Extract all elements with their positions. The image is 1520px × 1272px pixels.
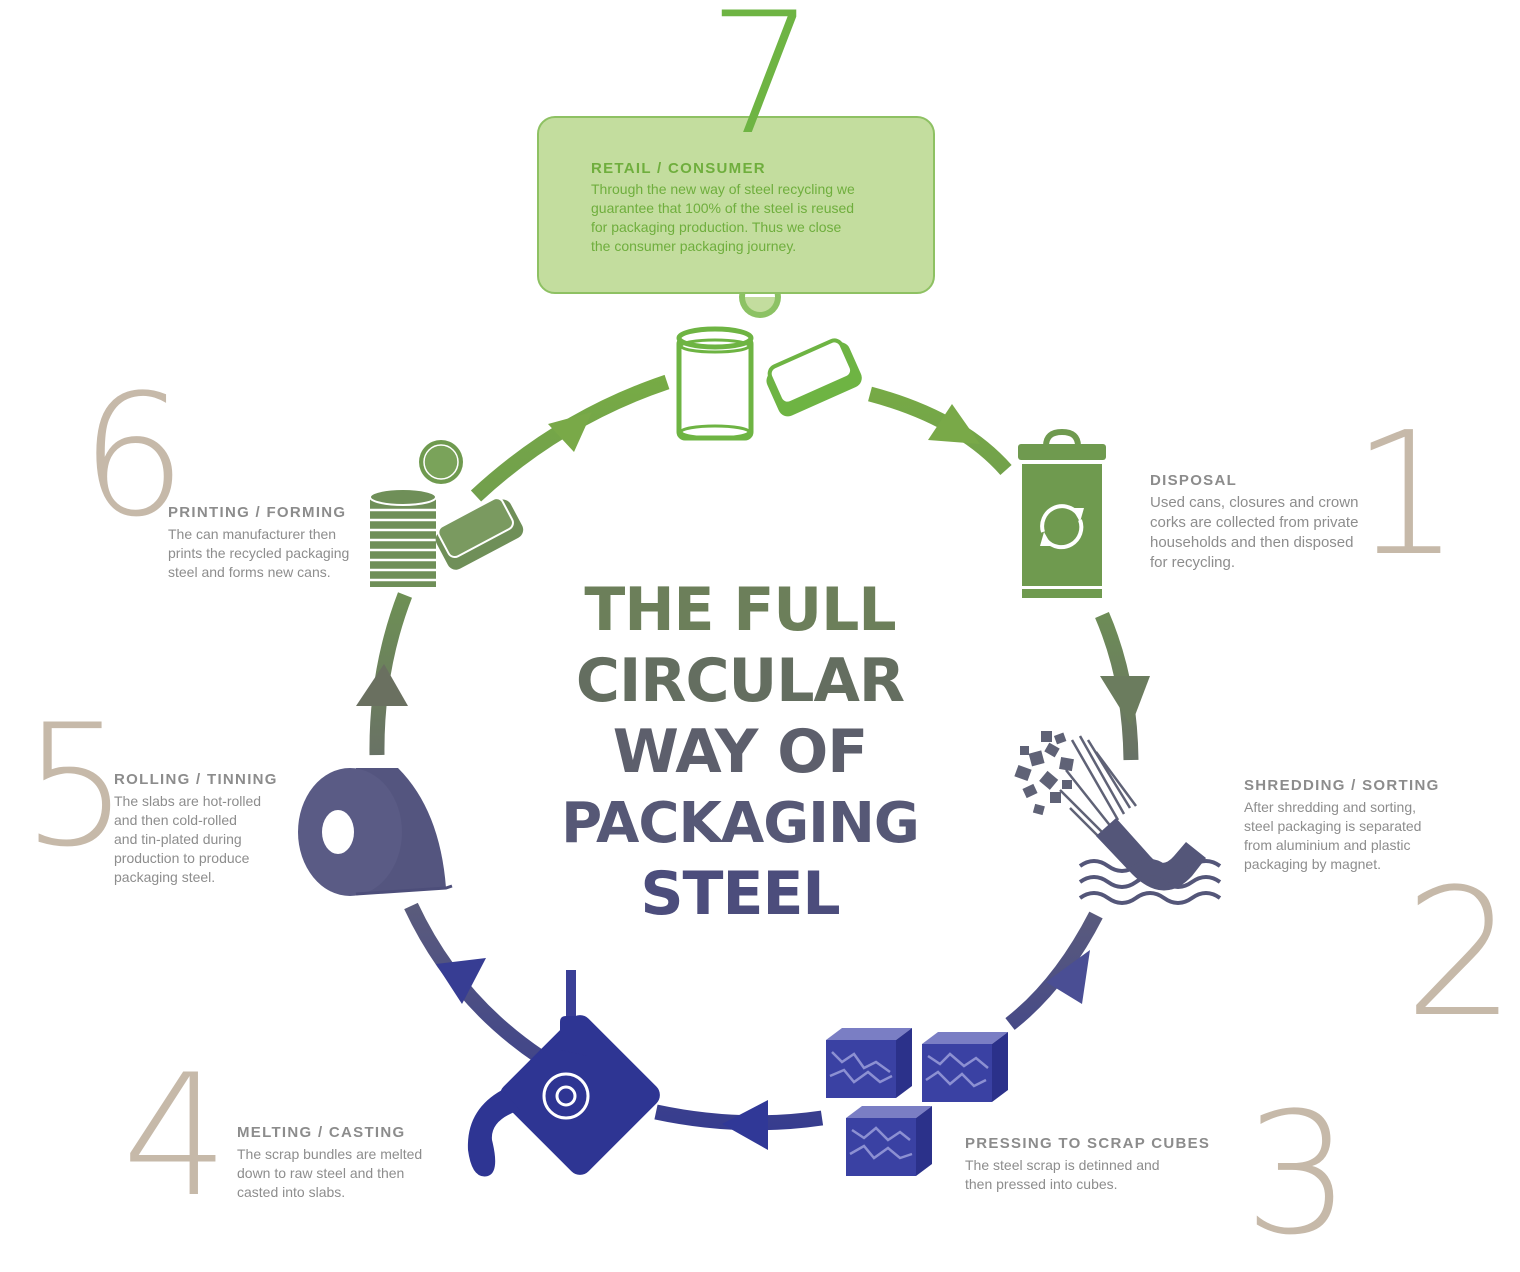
step-2-line: packaging by magnet. xyxy=(1244,856,1381,872)
step-7-text: Through the new way of steel recycling w… xyxy=(591,180,891,256)
magnet-icon xyxy=(1014,731,1222,905)
step-3-heading: PRESSING TO SCRAP CUBES xyxy=(965,1135,1211,1152)
title-line: THE FULL xyxy=(584,575,896,645)
step-3-line: The steel scrap is detinned and xyxy=(965,1157,1160,1173)
title-line: CIRCULAR xyxy=(575,646,905,716)
ring-arc-4-to-5 xyxy=(404,902,545,1064)
step-4-line: casted into slabs. xyxy=(237,1184,346,1200)
step-5-line: and tin-plated during xyxy=(114,831,242,847)
step-4-line: The scrap bundles are melted xyxy=(237,1146,423,1162)
diagram-title: THE FULL CIRCULAR WAY OF PACKAGING STEEL xyxy=(560,575,920,930)
step-6-line: prints the recycled packaging xyxy=(168,545,350,561)
step-5-heading: ROLLING / TINNING xyxy=(114,771,278,788)
step-2-line: After shredding and sorting, xyxy=(1244,799,1416,815)
step-5-number: 5 xyxy=(22,688,129,884)
step-2-line: steel packaging is separated xyxy=(1244,818,1422,834)
arrow-icon xyxy=(548,412,592,452)
step-7-line: Through the new way of steel recycling w… xyxy=(591,181,855,197)
ring-arrows xyxy=(356,404,1150,1150)
arrow-icon xyxy=(1046,950,1090,1004)
step-1-line: Used cans, closures and crown xyxy=(1150,494,1359,511)
step-4-number: 4 xyxy=(122,1038,229,1234)
step-6-heading: PRINTING / FORMING xyxy=(168,504,347,521)
step-6-line: The can manufacturer then xyxy=(168,526,337,542)
step-6-text: The can manufacturer then prints the rec… xyxy=(168,525,378,582)
step-6-description: PRINTING / FORMING The can manufacturer … xyxy=(168,504,378,582)
title-line: PACKAGING xyxy=(561,791,920,856)
step-1-heading: DISPOSAL xyxy=(1150,472,1238,489)
step-5-text: The slabs are hot-rolled and then cold-r… xyxy=(114,792,314,887)
step-7-line: for packaging production. Thus we close xyxy=(591,219,842,235)
arrow-icon xyxy=(722,1100,768,1150)
step-2-text: After shredding and sorting, steel packa… xyxy=(1244,798,1474,874)
step-1-line: corks are collected from private xyxy=(1150,514,1359,531)
arrow-icon xyxy=(436,958,486,1004)
step-6-line: steel and forms new cans. xyxy=(168,564,331,580)
arrow-icon xyxy=(1100,676,1150,726)
recycling-bin-icon xyxy=(1018,428,1106,598)
step-3-description: PRESSING TO SCRAP CUBES The steel scrap … xyxy=(965,1135,1225,1194)
step-5-line: and then cold-rolled xyxy=(114,812,237,828)
step-2-line: from aluminium and plastic xyxy=(1244,837,1411,853)
title-line: WAY OF xyxy=(612,717,869,787)
retail-consumer-box: RETAIL / CONSUMER Through the new way of… xyxy=(537,116,935,294)
step-2-heading: SHREDDING / SORTING xyxy=(1244,777,1440,794)
step-3-line: then pressed into cubes. xyxy=(965,1176,1118,1192)
step-1-text: Used cans, closures and crown corks are … xyxy=(1150,493,1390,573)
step-7-line: guarantee that 100% of the steel is reus… xyxy=(591,200,855,216)
step-1-number: 1 xyxy=(1352,396,1461,594)
step-5-line: production to produce xyxy=(114,850,250,866)
can-and-tin-icon xyxy=(676,276,862,441)
step-4-text: The scrap bundles are melted down to raw… xyxy=(237,1145,467,1202)
step-3-text: The steel scrap is detinned and then pre… xyxy=(965,1156,1225,1194)
step-1-description: DISPOSAL Used cans, closures and crown c… xyxy=(1150,472,1390,573)
step-1-line: for recycling. xyxy=(1150,554,1236,571)
arrow-icon xyxy=(928,404,980,444)
step-2-description: SHREDDING / SORTING After shredding and … xyxy=(1244,777,1474,874)
title-line: STEEL xyxy=(640,859,840,929)
step-4-line: down to raw steel and then xyxy=(237,1165,405,1181)
step-7-line: the consumer packaging journey. xyxy=(591,238,797,254)
step-6-number: 6 xyxy=(80,358,187,554)
step-7-heading: RETAIL / CONSUMER xyxy=(591,160,766,177)
step-5-line: The slabs are hot-rolled xyxy=(114,793,262,809)
step-4-description: MELTING / CASTING The scrap bundles are … xyxy=(237,1124,467,1202)
step-5-description: ROLLING / TINNING The slabs are hot-roll… xyxy=(114,771,314,887)
arrow-icon xyxy=(356,664,408,706)
step-4-heading: MELTING / CASTING xyxy=(237,1124,406,1141)
step-3-number: 3 xyxy=(1244,1076,1351,1272)
steel-coil-icon xyxy=(298,768,453,896)
step-7-number: 7 xyxy=(708,0,815,172)
can-stack-icon xyxy=(369,440,524,587)
scrap-cubes-icon xyxy=(826,1028,1008,1176)
ladle-icon xyxy=(467,970,660,1177)
step-5-line: packaging steel. xyxy=(114,869,216,885)
step-1-line: households and then disposed xyxy=(1150,534,1354,551)
step-2-number: 2 xyxy=(1404,851,1516,1056)
